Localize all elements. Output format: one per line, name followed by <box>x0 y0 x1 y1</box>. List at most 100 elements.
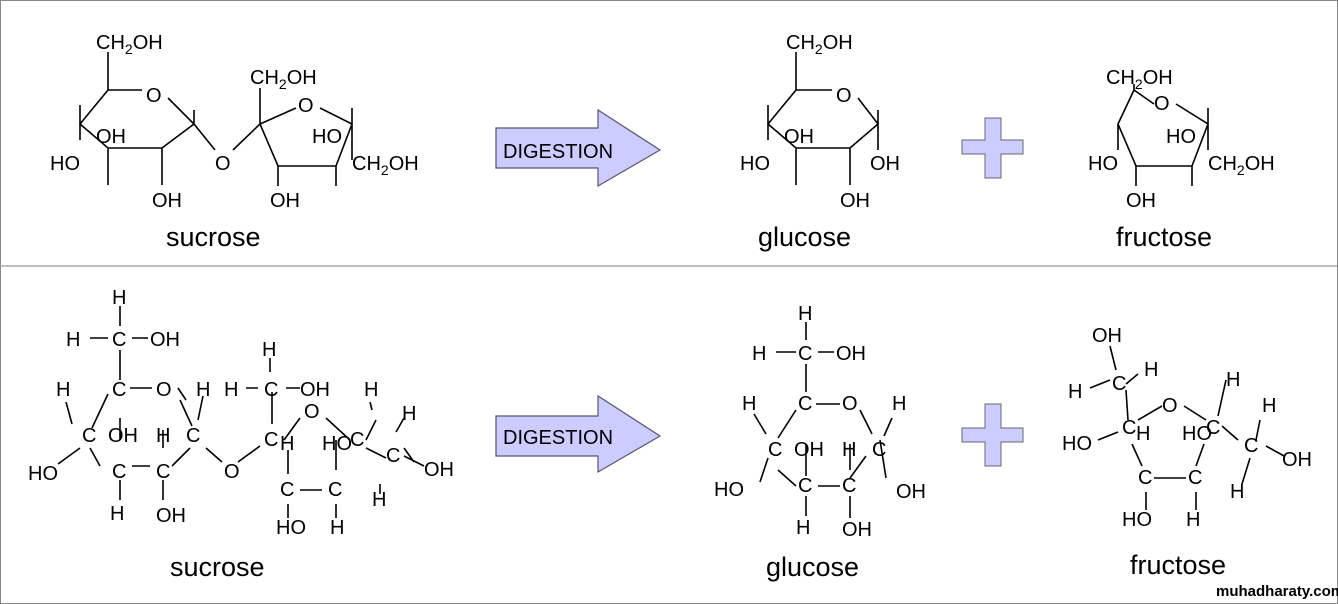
atom-label: OH <box>156 505 186 527</box>
atom-label: H <box>842 439 856 461</box>
atom-label: HO <box>28 463 58 485</box>
atom-label: H <box>1144 359 1158 381</box>
atom-label: C <box>264 429 278 451</box>
atom-label: HO <box>740 153 770 175</box>
atom-label: CH2OH <box>1106 67 1173 92</box>
atom-label: OH <box>1126 190 1156 212</box>
top-glucose-label: glucose <box>758 222 851 252</box>
atom-label: H <box>56 379 70 401</box>
atom-label: H <box>402 403 416 425</box>
atom-label: C <box>328 479 342 501</box>
atom-label: H <box>1136 423 1150 445</box>
atom-label: OH <box>1092 325 1122 347</box>
atom-label: H <box>1186 509 1200 531</box>
atom-label: O <box>836 85 852 107</box>
atom-label: H <box>372 489 386 511</box>
atom-label: C <box>798 393 812 415</box>
bottom-digestion-arrow: DIGESTION <box>495 394 662 474</box>
bottom-sucrose-structure: H H C OH H C O H C OH H C HO C C O H OH … <box>28 287 454 582</box>
atom-label: HO <box>276 517 306 539</box>
atom-label: H <box>262 339 276 361</box>
atom-label: O <box>1154 93 1170 115</box>
atom-label: HO <box>714 479 744 501</box>
atom-label: HO <box>50 153 80 175</box>
atom-label: C <box>156 461 170 483</box>
atom-label: CH2OH <box>250 67 317 92</box>
atom-label: CH2OH <box>352 153 419 178</box>
atom-label: HO <box>1088 153 1118 175</box>
atom-label: C <box>1244 435 1258 457</box>
atom-label: C <box>112 329 126 351</box>
atom-label: C <box>1138 467 1152 489</box>
bottom-arrow-label: DIGESTION <box>503 427 613 449</box>
atom-label: O <box>156 379 172 401</box>
atom-label: C <box>280 479 294 501</box>
atom-label: H <box>742 393 756 415</box>
atom-label: HO <box>1062 433 1092 455</box>
atom-label: H <box>280 433 294 455</box>
atom-label: OH <box>108 425 138 447</box>
atom-label: CH2OH <box>786 32 853 57</box>
atom-label: HO <box>312 126 342 148</box>
atom-label: O <box>842 393 858 415</box>
atom-label: C <box>1188 467 1202 489</box>
atom-label: O <box>304 401 320 423</box>
atom-label: OH <box>424 459 454 481</box>
atom-label: C <box>798 475 812 497</box>
top-sucrose-label: sucrose <box>166 222 261 252</box>
atom-label: H <box>1226 369 1240 391</box>
top-fructose-label: fructose <box>1116 222 1212 252</box>
atom-label: OH <box>842 519 872 541</box>
watermark: muhadharaty.com <box>1216 583 1338 600</box>
atom-label: CH2OH <box>1208 153 1275 178</box>
atom-label: C <box>112 379 126 401</box>
atom-label: HO <box>1166 126 1196 148</box>
atom-label: C <box>1206 417 1220 439</box>
atom-label: C <box>1122 417 1136 439</box>
bottom-plus-sign <box>961 403 1024 467</box>
top-glucose-structure: CH2OH O OH HO OH OH glucose <box>740 32 900 252</box>
bottom-glucose-structure: H H C OH H C O H C OH H C HO C C OH H OH… <box>714 303 926 582</box>
atom-label: H <box>330 517 344 539</box>
atom-label: OH <box>1282 449 1312 471</box>
atom-label: CH2OH <box>96 32 163 57</box>
atom-label: HO <box>322 433 352 455</box>
atom-label: HO <box>1182 423 1212 445</box>
atom-label: C <box>350 429 364 451</box>
atom-label: OH <box>96 126 126 148</box>
atom-label: C <box>798 343 812 365</box>
atom-label: O <box>215 153 231 175</box>
atom-label: C <box>842 475 856 497</box>
atom-label: H <box>892 393 906 415</box>
atom-label: H <box>112 287 126 309</box>
top-arrow-label: DIGESTION <box>503 141 613 163</box>
atom-label: OH <box>784 126 814 148</box>
atom-label: H <box>752 343 766 365</box>
top-plus-sign <box>961 117 1024 179</box>
atom-label: O <box>1162 395 1178 417</box>
atom-label: H <box>66 329 80 351</box>
atom-label: H <box>1262 395 1276 417</box>
atom-label: C <box>186 425 200 447</box>
bottom-fructose-label: fructose <box>1130 550 1226 580</box>
bottom-sucrose-label: sucrose <box>170 552 265 582</box>
atom-label: C <box>768 439 782 461</box>
atom-label: OH <box>270 190 300 212</box>
atom-label: C <box>1112 373 1126 395</box>
atom-label: H <box>364 379 378 401</box>
atom-label: O <box>224 461 240 483</box>
top-digestion-arrow: DIGESTION <box>495 108 662 188</box>
atom-label: OH <box>896 481 926 503</box>
atom-label: OH <box>870 153 900 175</box>
atom-label: H <box>196 379 210 401</box>
atom-label: H <box>110 503 124 525</box>
atom-label: OH <box>840 190 870 212</box>
atom-label: O <box>146 85 162 107</box>
atom-label: H <box>796 517 810 539</box>
atom-label: H <box>1068 381 1082 403</box>
atom-label: C <box>264 379 278 401</box>
bottom-fructose-structure: OH H H C H O H C H HO C HO C OH C C H HO… <box>1062 325 1312 580</box>
atom-label: C <box>386 445 400 467</box>
